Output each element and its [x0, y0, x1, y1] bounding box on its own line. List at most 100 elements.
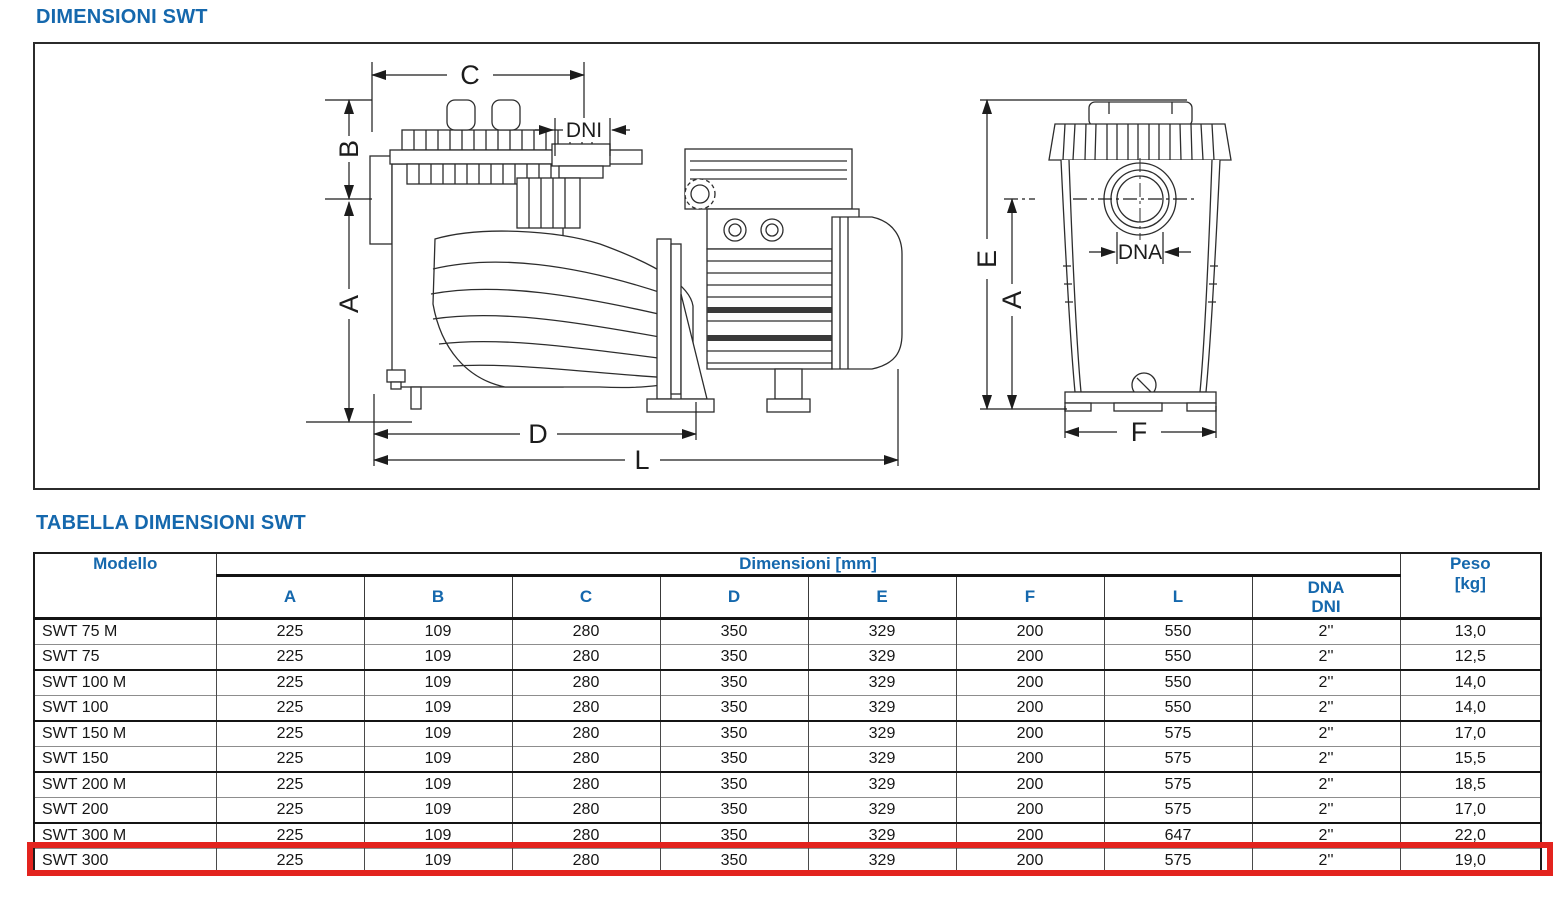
value-cell: 350: [659, 644, 808, 670]
header-peso: Peso [kg]: [1399, 553, 1542, 620]
value-cell: 329: [807, 848, 956, 874]
value-cell: 575: [1103, 746, 1252, 772]
header-peso-line1: Peso: [1449, 554, 1491, 573]
value-cell: 329: [807, 822, 956, 849]
value-cell: 225: [215, 848, 364, 874]
value-cell: 575: [1103, 771, 1252, 798]
value-cell: 350: [659, 695, 808, 721]
value-cell: 329: [807, 644, 956, 670]
section-title-tabella: TABELLA DIMENSIONI SWT: [36, 512, 306, 534]
value-cell: 200: [955, 848, 1104, 874]
model-cell: SWT 300 M: [34, 822, 216, 849]
value-cell: 550: [1103, 644, 1252, 670]
model-cell: SWT 200: [34, 797, 216, 823]
value-cell: 350: [659, 822, 808, 849]
pump-technical-drawing: C DNI B A D L: [306, 60, 1232, 475]
value-cell: 550: [1103, 618, 1252, 645]
dim-label-d: D: [528, 419, 548, 449]
value-cell: 2'': [1251, 746, 1401, 772]
header-col-f: F: [955, 575, 1104, 620]
value-cell: 2'': [1251, 797, 1401, 823]
dim-label-b: B: [334, 140, 364, 158]
value-cell: 22,0: [1399, 822, 1542, 849]
dim-label-a-front: A: [997, 291, 1027, 309]
value-cell: 17,0: [1399, 720, 1542, 747]
value-cell: 329: [807, 695, 956, 721]
value-cell: 350: [659, 746, 808, 772]
model-cell: SWT 200 M: [34, 771, 216, 798]
value-cell: 109: [363, 644, 512, 670]
value-cell: 2'': [1251, 695, 1401, 721]
model-cell: SWT 75: [34, 644, 216, 670]
value-cell: 200: [955, 797, 1104, 823]
value-cell: 109: [363, 695, 512, 721]
value-cell: 2'': [1251, 848, 1401, 874]
value-cell: 109: [363, 771, 512, 798]
value-cell: 225: [215, 669, 364, 696]
value-cell: 200: [955, 695, 1104, 721]
header-row-letters: A B C D E F L DNA DNI: [34, 575, 1541, 620]
value-cell: 575: [1103, 720, 1252, 747]
value-cell: 2'': [1251, 644, 1401, 670]
value-cell: 109: [363, 618, 512, 645]
value-cell: 225: [215, 695, 364, 721]
value-cell: 280: [511, 771, 660, 798]
model-cell: SWT 75 M: [42, 623, 118, 640]
value-cell: 109: [363, 797, 512, 823]
value-cell: 350: [659, 669, 808, 696]
value-cell: 550: [1103, 695, 1252, 721]
value-cell: 109: [363, 669, 512, 696]
value-cell: 350: [659, 797, 808, 823]
value-cell: 575: [1103, 848, 1252, 874]
value-cell: 200: [955, 669, 1104, 696]
model-cell: SWT 150: [34, 746, 216, 772]
value-cell: 329: [807, 771, 956, 798]
value-cell: 2'': [1251, 669, 1401, 696]
value-cell: 350: [659, 771, 808, 798]
value-cell: 109: [363, 848, 512, 874]
dim-label-l: L: [634, 445, 649, 475]
value-cell: 280: [511, 669, 660, 696]
value-cell: 109: [363, 746, 512, 772]
value-cell: 2'': [1251, 720, 1401, 747]
value-cell: 225: [215, 822, 364, 849]
header-col-l: L: [1103, 575, 1252, 620]
header-col-dna-dni: DNA DNI: [1251, 575, 1401, 620]
header-dimensioni: Dimensioni [mm]: [216, 553, 1401, 577]
value-cell: 280: [511, 822, 660, 849]
value-cell: 2'': [1251, 618, 1401, 645]
dimensions-table: Modello Dimensioni [mm] Peso [kg] A B C …: [33, 552, 1543, 875]
dim-label-a-side: A: [334, 295, 364, 313]
section-title-dimensioni: DIMENSIONI SWT: [36, 6, 208, 28]
value-cell: 329: [807, 746, 956, 772]
side-view-dimensions: [306, 62, 899, 466]
value-cell: 14,0: [1399, 669, 1542, 696]
header-modello: Modello: [34, 553, 217, 620]
value-cell: 329: [807, 797, 956, 823]
value-cell: 280: [511, 618, 660, 645]
value-cell: 575: [1103, 797, 1252, 823]
value-cell: 200: [955, 644, 1104, 670]
value-cell: 19,0: [1399, 848, 1542, 874]
value-cell: 225: [215, 720, 364, 747]
front-view-dimensions: [980, 99, 1217, 438]
pump-side-view-drawing: [369, 99, 903, 413]
value-cell: 109: [363, 720, 512, 747]
diagram-panel: C DNI B A D L: [33, 42, 1540, 490]
header-col-d: D: [659, 575, 808, 620]
model-cell: SWT 300: [34, 848, 216, 874]
value-cell: 280: [511, 797, 660, 823]
header-row-groups: Modello Dimensioni [mm] Peso [kg]: [34, 553, 1542, 620]
value-cell: 329: [807, 720, 956, 747]
dim-label-dna: DNA: [1118, 241, 1162, 264]
header-col-a: A: [215, 575, 364, 620]
